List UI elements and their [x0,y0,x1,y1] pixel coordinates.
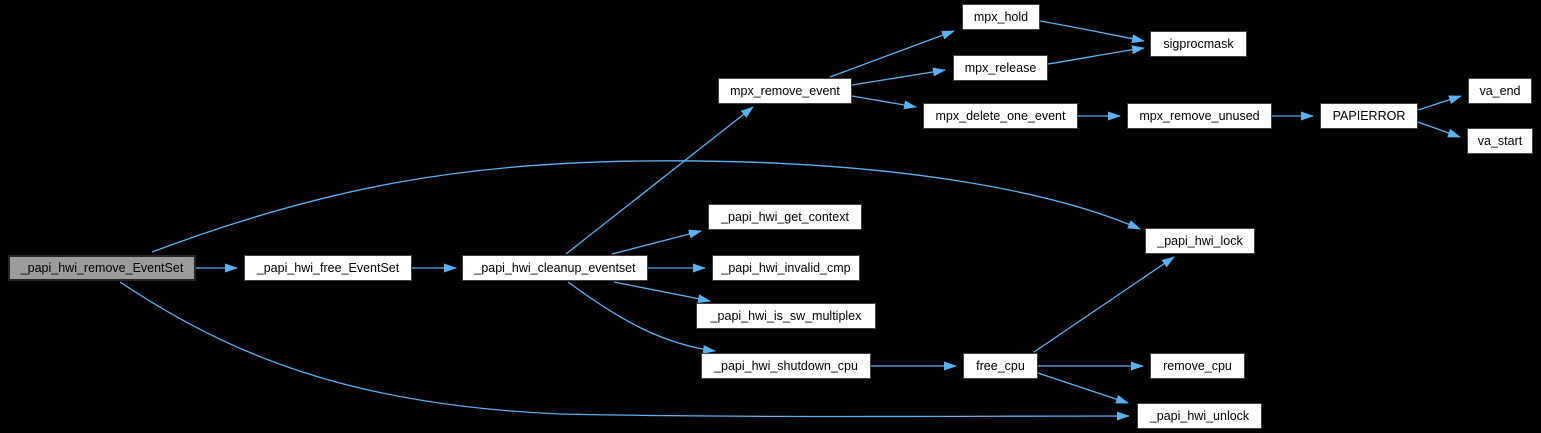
graph-node-va-end[interactable]: va_end [1468,78,1532,104]
edge-mpx-release-to-sigprocmask [1047,45,1145,65]
edge-mpx-remove-event-to-mpx-delete-one-event [851,95,917,110]
graph-node-cleanup-eventset[interactable]: _papi_hwi_cleanup_eventset [462,255,648,281]
graph-node-papierror[interactable]: PAPIERROR [1320,103,1418,129]
edge-free-cpu-to-hwi-lock [1033,256,1175,353]
graph-node-mpx-remove-event[interactable]: mpx_remove_event [718,78,852,104]
graph-node-va-start[interactable]: va_start [1467,128,1533,154]
graph-node-mpx-remove-unused[interactable]: mpx_remove_unused [1127,103,1272,129]
edge-cleanup-eventset-to-get-context [611,229,702,255]
edge-remove-eventset-to-hwi-lock [151,160,1141,253]
edge-remove-eventset-to-hwi-unlock [119,281,1130,421]
graph-node-get-context[interactable]: _papi_hwi_get_context [708,204,862,230]
graph-node-sigprocmask[interactable]: sigprocmask [1150,31,1247,57]
graph-node-remove-eventset: _papi_hwi_remove_EventSet [8,255,196,281]
graph-node-is-sw-multiplex[interactable]: _papi_hwi_is_sw_multiplex [696,303,876,329]
edge-mpx-remove-event-to-mpx-release [851,67,946,86]
graph-node-hwi-lock[interactable]: _papi_hwi_lock [1145,228,1255,254]
graph-node-mpx-hold[interactable]: mpx_hold [962,4,1040,30]
edge-free-cpu-to-hwi-unlock [1037,372,1129,404]
edge-cleanup-eventset-to-shutdown-cpu [567,281,716,354]
edge-cleanup-eventset-to-mpx-remove-event [565,106,754,255]
graph-node-remove-cpu[interactable]: remove_cpu [1150,353,1245,379]
edge-mpx-hold-to-sigprocmask [1039,20,1145,44]
graph-node-free-cpu[interactable]: free_cpu [963,353,1038,379]
edge-cleanup-eventset-to-is-sw-multiplex [613,281,711,304]
edge-mpx-remove-event-to-mpx-hold [829,30,955,78]
graph-node-mpx-delete-one-event[interactable]: mpx_delete_one_event [923,103,1078,129]
graph-node-shutdown-cpu[interactable]: _papi_hwi_shutdown_cpu [701,353,871,379]
edge-papierror-to-va-end [1417,95,1462,111]
graph-node-hwi-unlock[interactable]: _papi_hwi_unlock [1137,403,1262,429]
graph-node-free-eventset[interactable]: _papi_hwi_free_EventSet [244,255,412,281]
graph-node-mpx-release[interactable]: mpx_release [953,55,1048,81]
graph-node-invalid-cmp[interactable]: _papi_hwi_invalid_cmp [712,255,860,281]
edge-papierror-to-va-start [1417,121,1461,138]
